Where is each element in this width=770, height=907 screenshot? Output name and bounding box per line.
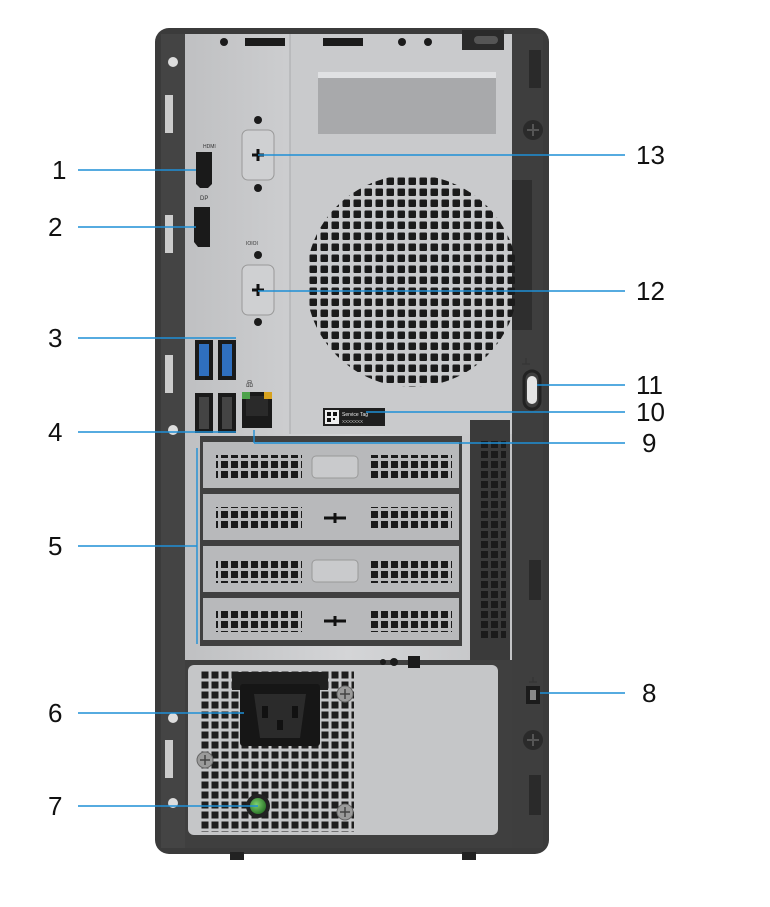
hdmi-legend: HDMI bbox=[203, 144, 216, 150]
service-tag-label: Service Tag XXXXXXX bbox=[323, 408, 385, 426]
callout-4: 4 bbox=[48, 417, 62, 447]
callout-13: 13 bbox=[636, 140, 665, 170]
padlock-ring bbox=[522, 358, 542, 411]
ethernet-legend: 品 bbox=[246, 380, 253, 388]
hdmi-port: HDMI bbox=[196, 144, 216, 188]
callout-10: 10 bbox=[636, 397, 665, 427]
callout-2: 2 bbox=[48, 212, 62, 242]
service-tag-title: Service Tag bbox=[342, 412, 368, 418]
displayport-legend: DP bbox=[200, 196, 208, 202]
callout-7: 7 bbox=[48, 791, 62, 821]
optional-port-12: IOIOI bbox=[241, 241, 275, 326]
top-edge-details bbox=[220, 30, 504, 50]
callout-8: 8 bbox=[642, 678, 656, 708]
serial-legend: IOIOI bbox=[246, 241, 258, 247]
callout-3: 3 bbox=[48, 323, 62, 353]
callout-6: 6 bbox=[48, 698, 62, 728]
usb-2-ports bbox=[195, 393, 236, 433]
callout-5: 5 bbox=[48, 531, 62, 561]
usb-superspeed-ports: SS SS bbox=[195, 340, 236, 380]
callout-leaders bbox=[78, 154, 625, 807]
security-cable-slot bbox=[526, 677, 540, 704]
power-connector-port bbox=[232, 672, 328, 746]
ethernet-port: 品 bbox=[242, 380, 272, 428]
callout-11: 11 bbox=[636, 370, 663, 400]
displayport-port: DP bbox=[194, 196, 210, 247]
fan-vent bbox=[306, 175, 518, 387]
service-tag-code: XXXXXXX bbox=[342, 419, 363, 424]
callout-numbers: 1 2 3 4 5 6 7 8 9 10 11 12 13 bbox=[48, 140, 665, 821]
callout-1: 1 bbox=[52, 155, 66, 185]
expansion-slots bbox=[200, 420, 510, 660]
callout-9: 9 bbox=[642, 428, 656, 458]
callout-12: 12 bbox=[636, 276, 665, 306]
